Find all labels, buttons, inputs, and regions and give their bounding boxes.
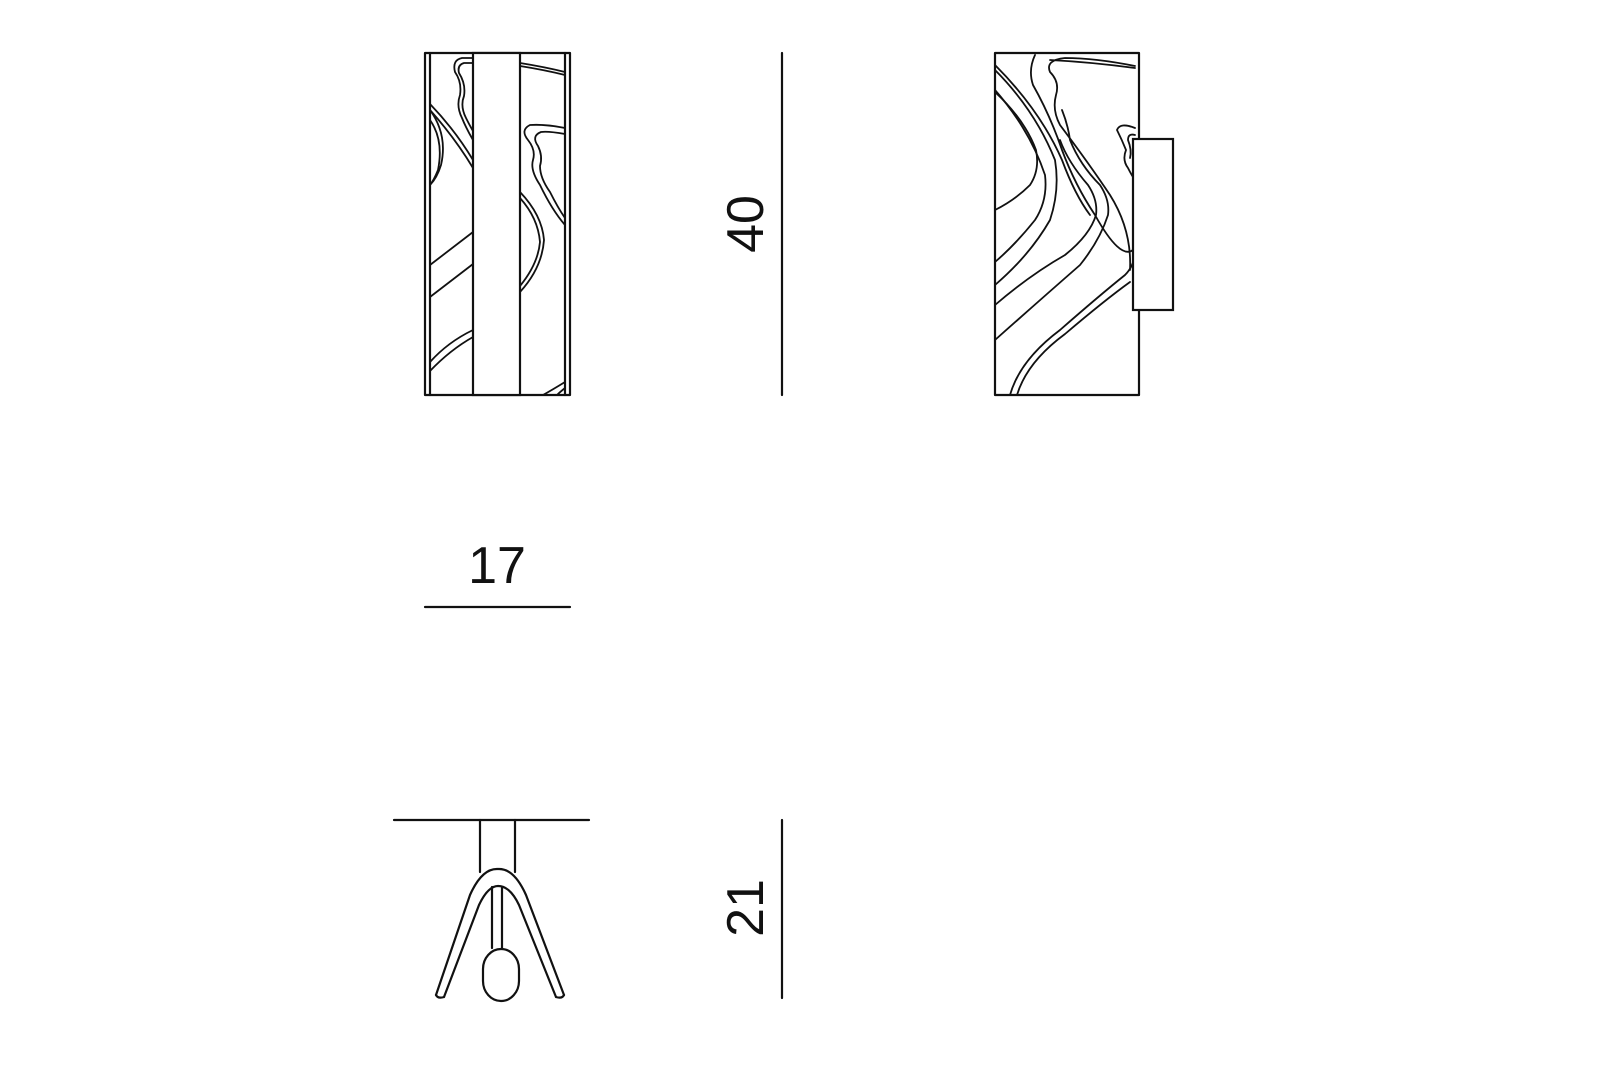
height-dimension-label: 40 — [717, 195, 775, 253]
side-view-wave-pattern — [994, 54, 1136, 396]
width-dimension-label: 17 — [468, 537, 526, 595]
front-view-center-strip — [471, 51, 522, 397]
side-view — [993, 51, 1175, 397]
top-view — [392, 818, 591, 1003]
front-view-wave-pattern — [429, 57, 474, 372]
depth-dimension-label: 21 — [717, 879, 775, 937]
wall-bracket — [1131, 137, 1175, 312]
top-view-arch-outer — [434, 867, 566, 997]
front-view — [423, 51, 572, 397]
side-view-outline — [993, 51, 1141, 397]
top-view-bulb — [481, 947, 521, 1003]
front-view-wave-pattern-right — [519, 62, 566, 396]
